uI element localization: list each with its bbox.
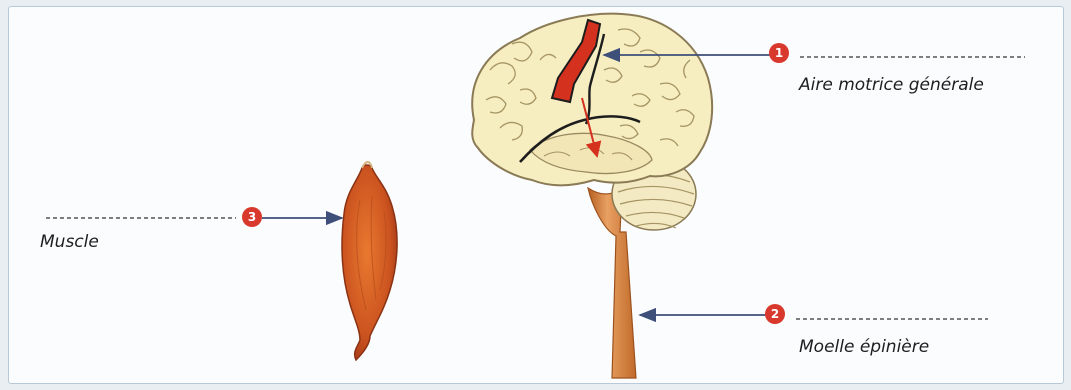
badge-1: 1 xyxy=(769,43,789,63)
callout-2-leader xyxy=(640,315,988,319)
badge-2: 2 xyxy=(765,304,785,324)
muscle xyxy=(342,162,397,360)
label-moelle-epiniere: Moelle épinière xyxy=(799,337,929,357)
brain xyxy=(472,14,712,186)
label-muscle: Muscle xyxy=(40,232,99,252)
label-aire-motrice: Aire motrice générale xyxy=(799,75,984,95)
badge-3: 3 xyxy=(242,207,262,227)
